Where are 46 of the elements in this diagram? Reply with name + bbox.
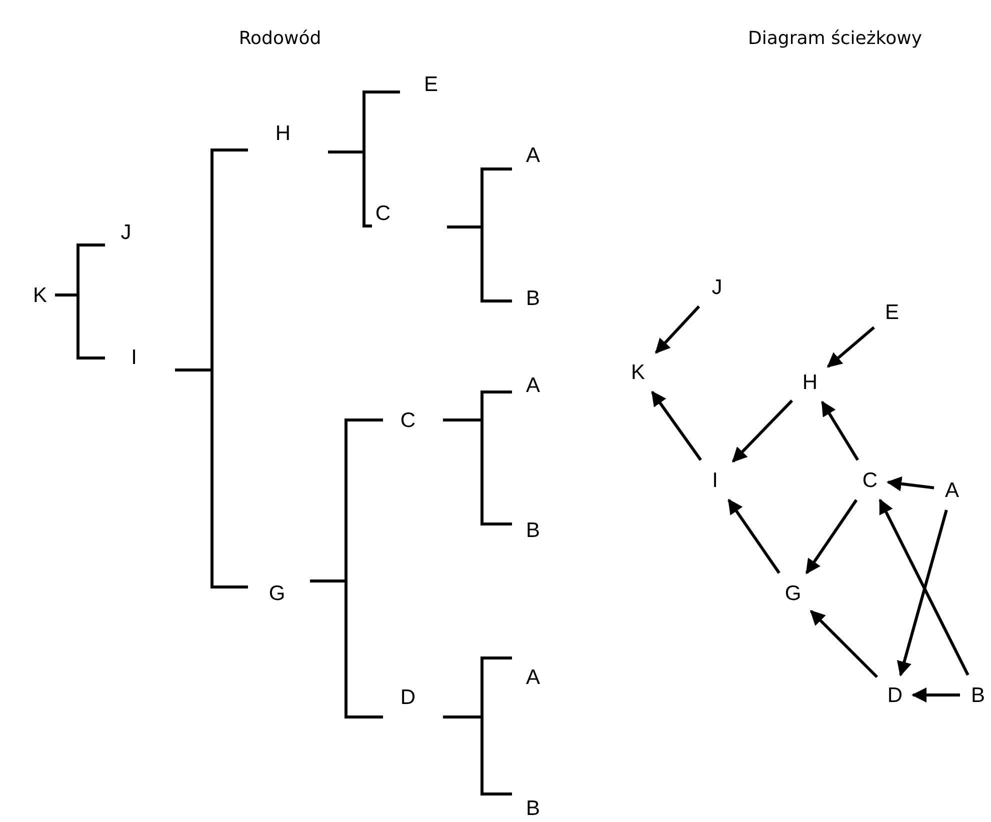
node-letter: A — [522, 664, 544, 690]
tree-connector — [443, 716, 512, 796]
arrow — [651, 390, 702, 461]
node-letter: B — [967, 682, 989, 708]
node-letter: A — [522, 372, 544, 398]
panel-heading: Rodowód — [238, 28, 322, 49]
node-letter: H — [799, 369, 821, 395]
node-letter: I — [704, 467, 726, 493]
tree-connector — [175, 368, 248, 588]
panel-heading: Diagram ścieżkowy — [748, 28, 922, 49]
arrow — [805, 499, 858, 574]
node-letter: D — [884, 682, 906, 708]
arrow — [912, 688, 960, 702]
tree-connector — [443, 418, 512, 526]
arrow — [820, 400, 860, 461]
node-letter: J — [706, 274, 728, 300]
arrow — [878, 498, 970, 676]
arrow — [732, 400, 794, 462]
node-letter: E — [420, 71, 442, 97]
tree-connector — [55, 294, 105, 360]
node-letter: B — [522, 795, 544, 821]
node-letter: A — [522, 142, 544, 168]
node-letter: C — [372, 200, 394, 226]
node-letter: D — [397, 684, 419, 710]
arrow — [810, 610, 878, 678]
node-letter: K — [627, 359, 649, 385]
node-letter: I — [123, 344, 145, 370]
node-letter: C — [397, 407, 419, 433]
tree-connector — [328, 150, 372, 228]
node-letter: H — [272, 120, 294, 146]
tree-connector — [447, 226, 512, 302]
arrow — [896, 510, 948, 676]
arrow — [728, 498, 780, 574]
arrow — [826, 326, 875, 368]
node-letter: A — [941, 477, 963, 503]
node-letter: C — [859, 467, 881, 493]
node-letter: G — [782, 580, 804, 606]
tree-connector — [310, 580, 383, 718]
arrow — [886, 476, 934, 492]
node-letter: J — [115, 219, 137, 245]
node-letter: G — [266, 580, 288, 606]
node-letter: B — [522, 285, 544, 311]
node-letter: B — [522, 517, 544, 543]
node-letter: E — [881, 299, 903, 325]
node-letter: K — [29, 282, 51, 308]
arrow — [654, 305, 700, 354]
